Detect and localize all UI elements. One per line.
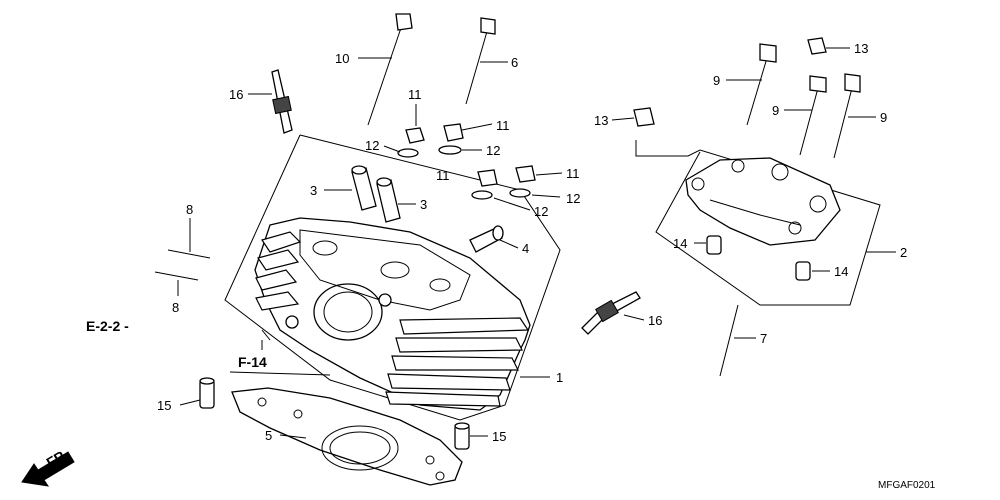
cylinder-head[interactable] bbox=[224, 134, 561, 421]
washer-12-a[interactable] bbox=[397, 148, 419, 158]
callout-9a: 9 bbox=[713, 73, 720, 88]
washer-12-c[interactable] bbox=[471, 190, 493, 200]
callout-10: 10 bbox=[335, 51, 349, 66]
callout-16a: 16 bbox=[229, 87, 243, 102]
bolt-9-left[interactable] bbox=[746, 43, 777, 126]
collar-14-left[interactable] bbox=[706, 235, 722, 255]
dowel-pin-left[interactable] bbox=[199, 377, 215, 409]
head-gasket[interactable] bbox=[231, 387, 463, 486]
callout-9c: 9 bbox=[880, 110, 887, 125]
washer-12-b[interactable] bbox=[438, 145, 462, 155]
callout-12b: 12 bbox=[486, 143, 500, 158]
reference-f-14[interactable]: F-14 bbox=[238, 354, 267, 370]
bolt-9-middle[interactable] bbox=[799, 75, 827, 156]
stud-7[interactable] bbox=[719, 304, 739, 377]
callout-11b: 11 bbox=[496, 118, 510, 133]
callout-11c: 11 bbox=[436, 168, 450, 183]
spark-plug-lower[interactable] bbox=[581, 291, 641, 335]
nut-11-b[interactable] bbox=[443, 123, 464, 142]
callout-13a: 13 bbox=[594, 113, 608, 128]
callout-14a: 14 bbox=[673, 236, 687, 251]
valve-guide-left[interactable] bbox=[351, 165, 377, 211]
callout-12c: 12 bbox=[534, 204, 548, 219]
long-bolt-10[interactable] bbox=[367, 13, 413, 126]
diagram-code: MFGAF0201 bbox=[878, 480, 936, 491]
callout-11d: 11 bbox=[566, 166, 580, 181]
callout-2: 2 bbox=[900, 245, 907, 260]
callout-8a: 8 bbox=[186, 202, 193, 217]
spark-plug-upper[interactable] bbox=[271, 69, 293, 134]
callout-5: 5 bbox=[265, 428, 272, 443]
collar-14-right[interactable] bbox=[795, 261, 811, 281]
callout-3a: 3 bbox=[310, 183, 317, 198]
dowel-pin-right[interactable] bbox=[454, 422, 470, 450]
nut-11-d[interactable] bbox=[515, 165, 536, 183]
callout-16b: 16 bbox=[648, 313, 662, 328]
callout-14b: 14 bbox=[834, 264, 848, 279]
reference-e-2-2[interactable]: E-2-2 - bbox=[86, 318, 129, 334]
callout-8b: 8 bbox=[172, 300, 179, 315]
callout-15b: 15 bbox=[492, 429, 506, 444]
bolt-9-right[interactable] bbox=[833, 73, 861, 159]
callout-7: 7 bbox=[760, 331, 767, 346]
callout-11a: 11 bbox=[408, 87, 422, 102]
callout-labels: 1 2 3 3 4 5 6 7 8 8 9 9 9 10 11 11 11 11… bbox=[157, 41, 907, 444]
callout-13b: 13 bbox=[854, 41, 868, 56]
callout-4: 4 bbox=[522, 241, 529, 256]
nut-13-left[interactable] bbox=[633, 107, 655, 127]
long-bolt-6[interactable] bbox=[465, 17, 496, 105]
callout-1: 1 bbox=[556, 370, 563, 385]
washer-12-d[interactable] bbox=[509, 188, 531, 198]
nut-11-c[interactable] bbox=[477, 169, 498, 187]
callout-12d: 12 bbox=[566, 191, 580, 206]
callout-6: 6 bbox=[511, 55, 518, 70]
camshaft-holder[interactable] bbox=[635, 140, 881, 306]
stud-8-upper[interactable] bbox=[167, 249, 211, 259]
stud-8-lower[interactable] bbox=[154, 271, 199, 281]
callout-9b: 9 bbox=[772, 103, 779, 118]
callout-3b: 3 bbox=[420, 197, 427, 212]
valve-guide-right[interactable] bbox=[376, 177, 401, 223]
front-arrow-icon: FR. bbox=[21, 445, 75, 487]
valve-guide-angled[interactable] bbox=[469, 225, 504, 253]
callout-15a: 15 bbox=[157, 398, 171, 413]
nut-13-right[interactable] bbox=[807, 37, 827, 55]
leader-lines bbox=[177, 47, 896, 439]
callout-12a: 12 bbox=[365, 138, 379, 153]
nut-11-a[interactable] bbox=[405, 127, 425, 144]
